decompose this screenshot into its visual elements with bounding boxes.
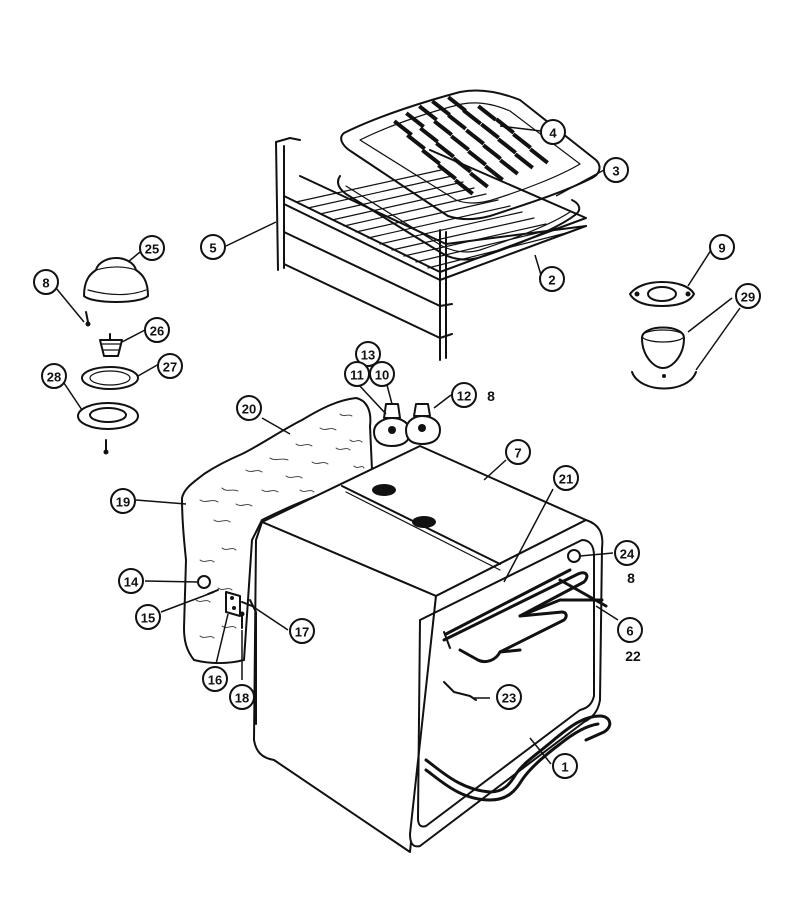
svg-text:8: 8 [42,276,49,291]
plain-labels: 8 8 22 [487,388,641,664]
svg-text:24: 24 [620,547,635,562]
label-8-sensor: 8 [627,570,635,586]
svg-text:14: 14 [124,575,139,590]
light-cover-assembly [77,257,149,455]
svg-text:6: 6 [626,624,633,639]
callout-21: 21 [553,465,579,491]
callout-8: 8 [33,269,59,295]
svg-text:20: 20 [242,402,256,417]
svg-text:12: 12 [457,389,471,404]
callout-18: 18 [229,684,255,710]
callout-13: 13 [355,341,381,367]
label-8-terminal: 8 [487,388,495,404]
svg-text:2: 2 [548,273,555,288]
terminal-blocks [373,403,441,447]
svg-text:26: 26 [150,324,164,339]
svg-text:21: 21 [559,472,573,487]
svg-text:28: 28 [47,370,61,385]
oven-cavity [249,445,604,853]
callout-27: 27 [157,353,183,379]
callout-17: 17 [289,618,315,644]
callout-23: 23 [496,684,522,710]
callout-19: 19 [110,488,136,514]
callout-9: 9 [709,234,735,260]
callout-20: 20 [236,395,262,421]
callout-2: 2 [539,266,565,292]
svg-text:23: 23 [502,691,516,706]
callout-16: 16 [202,666,228,692]
callout-26: 26 [144,317,170,343]
svg-text:27: 27 [163,360,177,375]
callout-12: 12 [451,382,477,408]
callout-25: 25 [139,235,165,261]
callout-7: 7 [505,439,531,465]
svg-text:15: 15 [141,611,155,626]
svg-text:10: 10 [375,368,389,383]
svg-text:25: 25 [145,242,159,257]
svg-text:1: 1 [561,760,568,775]
svg-text:29: 29 [741,290,755,305]
callout-6: 6 [617,617,643,643]
callout-11: 11 [344,361,370,387]
callout-24: 24 [614,540,640,566]
svg-text:17: 17 [295,625,309,640]
svg-text:3: 3 [612,164,619,179]
svg-text:9: 9 [718,241,725,256]
svg-text:13: 13 [361,348,375,363]
callout-4: 4 [540,119,566,145]
callout-5: 5 [200,234,226,260]
svg-text:16: 16 [208,673,222,688]
callout-1: 1 [552,753,578,779]
svg-text:19: 19 [116,495,130,510]
small-parts [197,549,581,701]
label-22: 22 [625,648,641,664]
svg-text:5: 5 [209,241,216,256]
bake-element [424,714,612,802]
callout-3: 3 [603,157,629,183]
svg-text:18: 18 [235,691,249,706]
broil-element [442,568,608,664]
broiler-pan-insert [340,89,601,220]
light-receptacle [629,281,697,390]
callout-29: 29 [735,283,761,309]
svg-text:11: 11 [350,368,364,383]
callout-15: 15 [135,604,161,630]
part-callouts: 4 3 5 2 25 8 26 27 28 9 29 13 11 10 12 2… [33,119,761,779]
oven-rack [275,137,587,361]
callout-10: 10 [369,361,395,387]
callout-28: 28 [41,363,67,389]
leader-lines [55,125,741,765]
svg-text:4: 4 [549,126,557,141]
callout-14: 14 [118,568,144,594]
svg-text:7: 7 [514,446,521,461]
